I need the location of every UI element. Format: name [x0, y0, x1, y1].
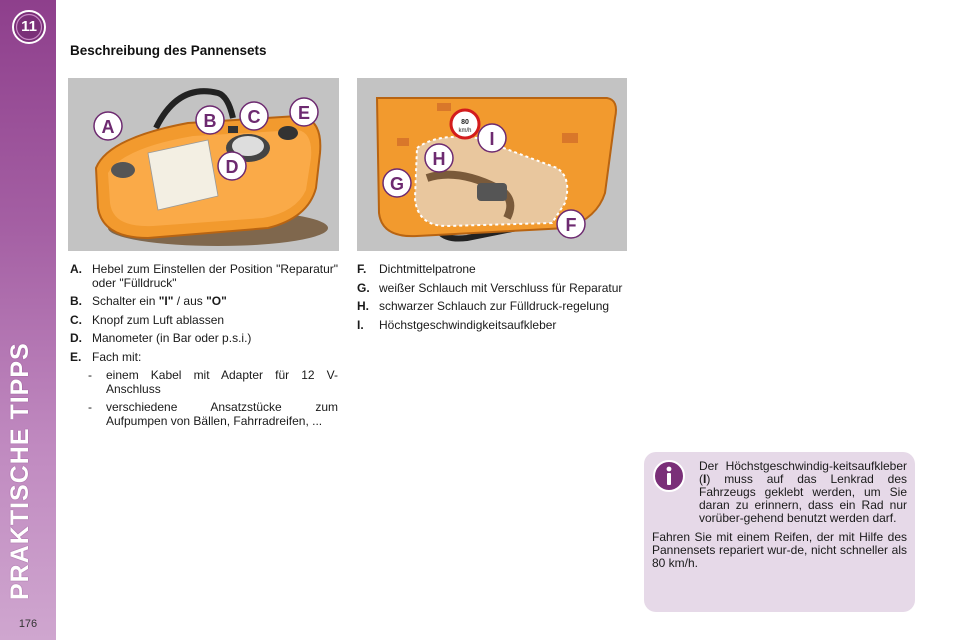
sidebar: 11 PRAKTISCHE TIPPS 176 [0, 0, 56, 640]
note-p1-before: Der Höchstgeschwindig-keitsaufkleber ( [699, 459, 907, 486]
label-f-icon: F [556, 209, 586, 239]
speed-sticker-value: 80 [461, 119, 469, 126]
item-text: Dichtmittelpatrone [379, 262, 476, 276]
list-item: H. schwarzer Schlauch zur Fülldruck-rege… [357, 299, 627, 314]
list-item: A. Hebel zum Einstellen der Position "Re… [70, 262, 338, 290]
list-item: G. weißer Schlauch mit Verschluss für Re… [357, 280, 627, 296]
item-text: schwarzer Schlauch zur Fülldruck-regelun… [379, 299, 610, 313]
info-icon [652, 459, 686, 493]
label-e-icon: E [289, 97, 319, 127]
item-text-mid: / aus [173, 294, 207, 308]
list-item: C. Knopf zum Luft ablassen [70, 312, 338, 328]
item-letter: F. [357, 262, 367, 276]
note-p1-after: ) muss auf das Lenkrad des Fahrzeugs gek… [699, 472, 907, 525]
label-c: C [248, 107, 261, 127]
list-item: E. Fach mit: [70, 349, 338, 365]
list-item: I. Höchstgeschwindigkeitsaufkleber [357, 317, 627, 333]
kit-underside-illustration: 80 km/h F G H I [357, 78, 627, 251]
label-g: G [390, 174, 404, 194]
compressor-illustration: A B C D E [68, 78, 339, 251]
item-text-bold-off: "O" [206, 294, 227, 308]
component-list-right: F. Dichtmittelpatrone G. weißer Schlauch… [357, 262, 627, 337]
label-e: E [298, 103, 310, 123]
label-c-icon: C [239, 101, 269, 131]
kit-underside-drawing: 80 km/h F G H I [375, 97, 617, 242]
chapter-badge-circle-icon [12, 10, 46, 44]
label-h-icon: H [424, 143, 454, 173]
page-number: 176 [18, 618, 38, 630]
sub-item-text: verschiedene Ansatzstücke zum Aufpumpen … [106, 400, 338, 428]
sub-list-item: - einem Kabel mit Adapter für 12 V-Ansch… [88, 368, 338, 396]
note-p1-bold: I [703, 472, 707, 486]
label-i: I [489, 129, 494, 149]
item-text: Hebel zum Einstellen der Position "Repar… [92, 262, 338, 290]
label-a: A [102, 117, 115, 137]
note-paragraph-2: Fahren Sie mit einem Reifen, der mit Hil… [652, 530, 907, 570]
chapter-badge: 11 [11, 9, 47, 45]
item-letter: B. [70, 294, 82, 308]
sub-item-text: einem Kabel mit Adapter für 12 V-Anschlu… [106, 368, 338, 396]
compressor-kit-drawing: A B C D E [93, 88, 328, 246]
item-text-bold-on: "I" [158, 294, 174, 308]
sub-item-dash: - [88, 400, 92, 414]
item-letter: H. [357, 299, 369, 313]
list-item: F. Dichtmittelpatrone [357, 262, 627, 277]
list-item: B. Schalter ein "I" / aus "O" [70, 294, 338, 309]
note-text: Der Höchstgeschwindig-keitsaufkleber (I)… [652, 460, 907, 576]
item-text: Schalter ein "I" / aus "O" [92, 294, 338, 309]
component-list-left: A. Hebel zum Einstellen der Position "Re… [70, 262, 338, 433]
label-d-icon: D [217, 151, 247, 181]
note-paragraph-1: Der Höchstgeschwindig-keitsaufkleber (I)… [652, 460, 907, 525]
label-a-icon: A [93, 111, 123, 141]
item-text: Fach mit: [92, 349, 142, 364]
label-f: F [566, 215, 577, 235]
item-letter: A. [70, 262, 82, 276]
list-item: D. Manometer (in Bar oder p.s.i.) [70, 331, 338, 346]
label-d: D [226, 157, 239, 177]
chapter-number: 11 [21, 18, 37, 35]
page-heading: Beschreibung des Pannensets [70, 43, 267, 58]
section-title: PRAKTISCHE TIPPS [6, 342, 34, 600]
speed-sticker-unit: km/h [458, 128, 471, 134]
item-text: Höchstgeschwindigkeitsaufkleber [379, 317, 557, 332]
sub-item-dash: - [88, 368, 92, 382]
item-letter: C. [70, 312, 82, 327]
item-text: weißer Schlauch mit Verschluss für Repar… [379, 280, 623, 295]
item-letter: E. [70, 349, 82, 364]
item-text: Knopf zum Luft ablassen [92, 312, 225, 327]
label-i-icon: I [477, 123, 507, 153]
item-letter: I. [357, 317, 364, 332]
item-text-before: Schalter ein [92, 294, 159, 308]
label-h: H [433, 149, 446, 169]
item-letter: D. [70, 331, 82, 345]
sub-list-item: - verschiedene Ansatzstücke zum Aufpumpe… [88, 400, 338, 428]
label-g-icon: G [382, 168, 412, 198]
item-letter: G. [357, 280, 370, 295]
label-b: B [204, 111, 217, 131]
label-b-icon: B [195, 105, 225, 135]
info-note: Der Höchstgeschwindig-keitsaufkleber (I)… [644, 452, 915, 612]
item-text: Manometer (in Bar oder p.s.i.) [92, 331, 252, 345]
